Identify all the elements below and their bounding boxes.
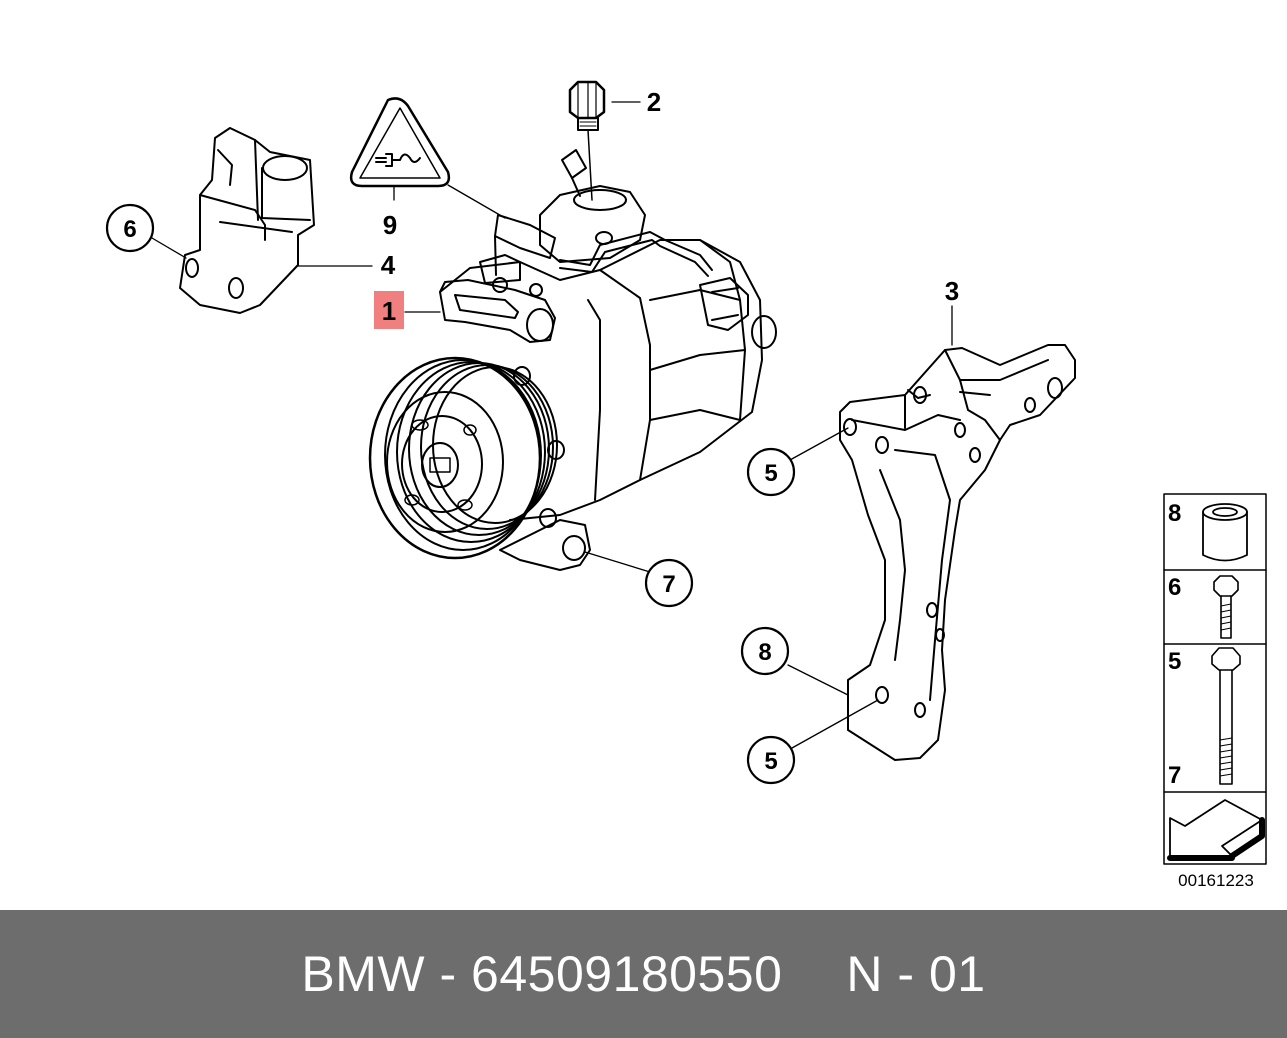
direction-arrow-icon — [1167, 799, 1265, 861]
callout-6[interactable]: 6 — [123, 216, 136, 243]
ac-compressor — [368, 129, 777, 571]
legend-label-8: 8 — [1168, 500, 1181, 527]
callout-9[interactable]: 9 — [383, 210, 397, 240]
callout-5-lower[interactable]: 5 — [764, 748, 777, 775]
drawing-number: 00161223 — [1178, 871, 1254, 890]
long-bolt-icon — [1211, 647, 1241, 785]
callout-4[interactable]: 4 — [381, 250, 396, 280]
legend-label-5: 5 — [1168, 648, 1181, 675]
callout-7[interactable]: 7 — [662, 571, 675, 598]
sleeve-icon — [1202, 503, 1248, 562]
highlight-item-1 — [374, 291, 404, 329]
callout-3[interactable]: 3 — [945, 276, 959, 306]
callout-5-upper[interactable]: 5 — [764, 460, 777, 487]
support-bracket — [839, 344, 1076, 761]
legend-label-6: 6 — [1168, 574, 1181, 601]
legend-panel — [1163, 493, 1267, 865]
legend-label-7: 7 — [1168, 762, 1181, 789]
short-bolt-icon — [1213, 575, 1239, 639]
upper-bracket — [179, 127, 315, 314]
leader-lines — [151, 101, 953, 749]
part-number-banner: BMW - 64509180550 N - 01 — [0, 910, 1287, 1038]
parts-diagram: 1 2 3 4 9 6 5 5 7 8 — [105, 80, 1267, 890]
valve-fitting — [568, 80, 606, 131]
part-number-text: BMW - 64509180550 — [301, 946, 783, 1002]
refrigerant-warning-triangle-icon — [349, 97, 451, 188]
callout-1[interactable]: 1 — [382, 296, 396, 326]
callout-2[interactable]: 2 — [647, 87, 661, 117]
variant-code-text: N - 01 — [846, 946, 986, 1002]
callout-8[interactable]: 8 — [758, 639, 771, 666]
